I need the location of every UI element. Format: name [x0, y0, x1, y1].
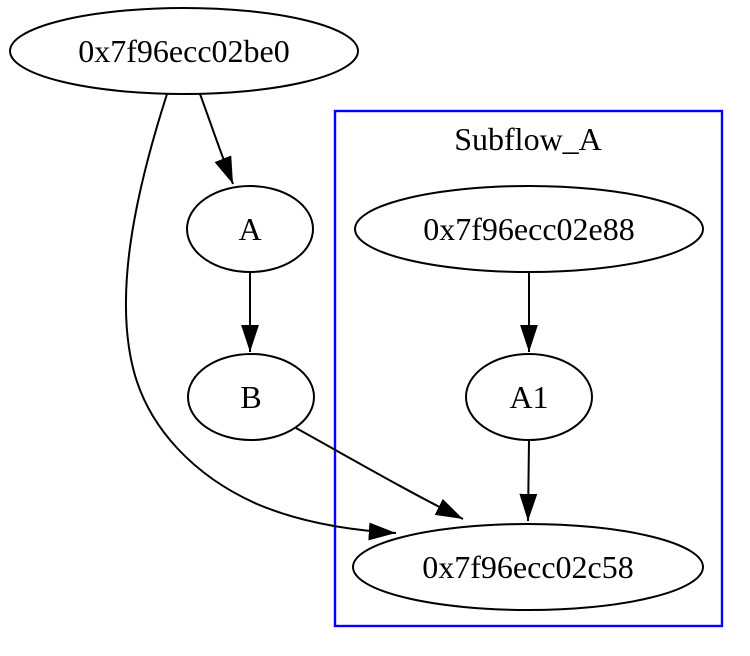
node-0x7f96ecc02c58-ellipse	[352, 523, 704, 611]
node-a: A	[186, 185, 314, 273]
node-a1-ellipse	[465, 353, 593, 441]
node-0x7f96ecc02be0-ellipse	[9, 7, 359, 95]
node-a-ellipse	[186, 185, 314, 273]
cluster-subflow-a: Subflow_A	[333, 109, 724, 628]
node-0x7f96ecc02be0-label: 0x7f96ecc02be0	[78, 33, 289, 69]
node-a1: A1	[465, 353, 593, 441]
node-b: B	[187, 353, 315, 441]
node-b-label: B	[240, 379, 261, 415]
node-a-label: A	[238, 211, 261, 247]
edge-b-to-0x7f96ecc02c58	[295, 427, 464, 520]
node-0x7f96ecc02c58: 0x7f96ecc02c58	[352, 523, 704, 611]
node-0x7f96ecc02e88-ellipse	[354, 185, 704, 273]
node-0x7f96ecc02e88-label: 0x7f96ecc02e88	[423, 211, 634, 247]
node-0x7f96ecc02c58-label: 0x7f96ecc02c58	[422, 549, 633, 585]
edge-0x7f96ecc02be0-to-a	[199, 93, 234, 185]
node-0x7f96ecc02e88: 0x7f96ecc02e88	[354, 185, 704, 273]
edge-0x7f96ecc02be0-to-0x7f96ecc02c58	[124, 93, 397, 541]
cluster-label: Subflow_A	[454, 121, 602, 157]
edge-a1-to-0x7f96ecc02c58	[519, 439, 538, 522]
node-b-ellipse	[187, 353, 315, 441]
node-0x7f96ecc02be0: 0x7f96ecc02be0	[9, 7, 359, 95]
node-a1-label: A1	[509, 379, 548, 415]
cluster-border	[333, 109, 724, 628]
